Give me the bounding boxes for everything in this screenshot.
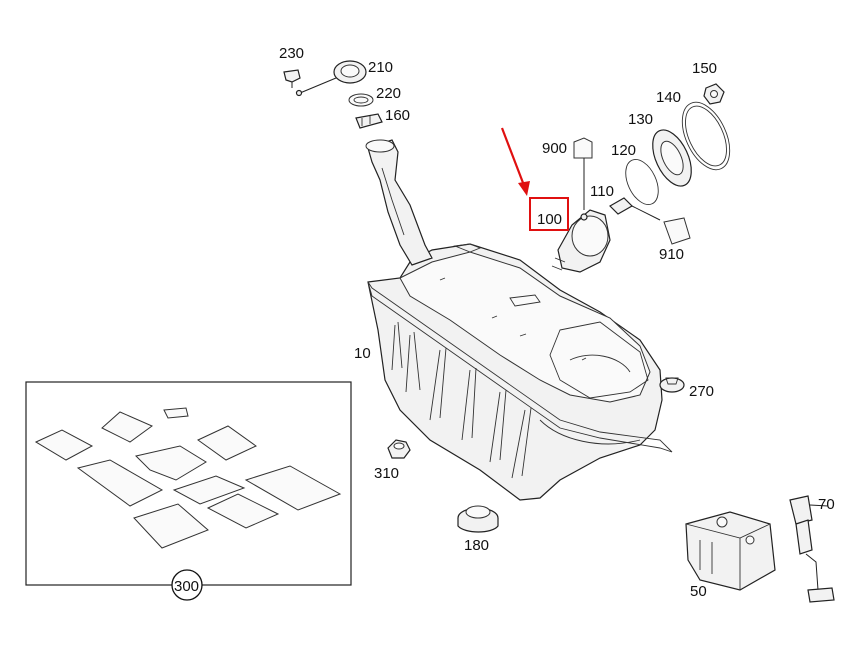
highlight-arrow	[500, 127, 530, 196]
callout-70: 70	[818, 496, 835, 513]
callout-230: 230	[279, 45, 304, 62]
part-180-lock-ring[interactable]	[457, 505, 499, 533]
callout-310: 310	[374, 465, 399, 482]
part-310-nut[interactable]	[387, 439, 411, 459]
callout-100: 100	[537, 211, 562, 228]
part-150-nut[interactable]	[703, 83, 725, 105]
part-70-level-sensor[interactable]	[789, 495, 835, 603]
callout-50: 50	[690, 583, 707, 600]
part-300-insulation-pads[interactable]	[25, 381, 352, 601]
filler-neck[interactable]	[365, 139, 433, 266]
callout-130: 130	[628, 111, 653, 128]
part-210-fuel-cap[interactable]	[295, 60, 367, 97]
part-100-fuel-pump-flange[interactable]	[551, 209, 611, 273]
callout-120: 120	[611, 142, 636, 159]
callout-10: 10	[354, 345, 371, 362]
part-160-clamp[interactable]	[355, 113, 383, 129]
callout-210: 210	[368, 59, 393, 76]
callout-180: 180	[464, 537, 489, 554]
callout-140: 140	[656, 89, 681, 106]
part-230-clip[interactable]	[283, 69, 301, 88]
callout-220: 220	[376, 85, 401, 102]
part-140-seal-ring[interactable]	[673, 95, 740, 177]
part-130-lock-ring[interactable]	[645, 124, 699, 192]
callout-910: 910	[659, 246, 684, 263]
fuel-tank[interactable]	[367, 243, 673, 501]
callout-160: 160	[385, 107, 410, 124]
callout-150: 150	[692, 60, 717, 77]
part-220-seal-ring[interactable]	[348, 93, 374, 107]
callout-900: 900	[542, 140, 567, 157]
callout-110: 110	[590, 183, 614, 200]
callout-270: 270	[689, 383, 714, 400]
part-270-grommet[interactable]	[659, 377, 685, 393]
part-50-fuel-filter-housing[interactable]	[685, 511, 776, 591]
highlight-box	[529, 197, 569, 231]
callout-300: 300	[174, 578, 199, 595]
part-120-seal[interactable]	[619, 154, 665, 209]
part-910-label[interactable]	[663, 217, 691, 245]
part-110-sensor[interactable]	[609, 197, 661, 221]
part-900-label[interactable]	[573, 137, 593, 210]
